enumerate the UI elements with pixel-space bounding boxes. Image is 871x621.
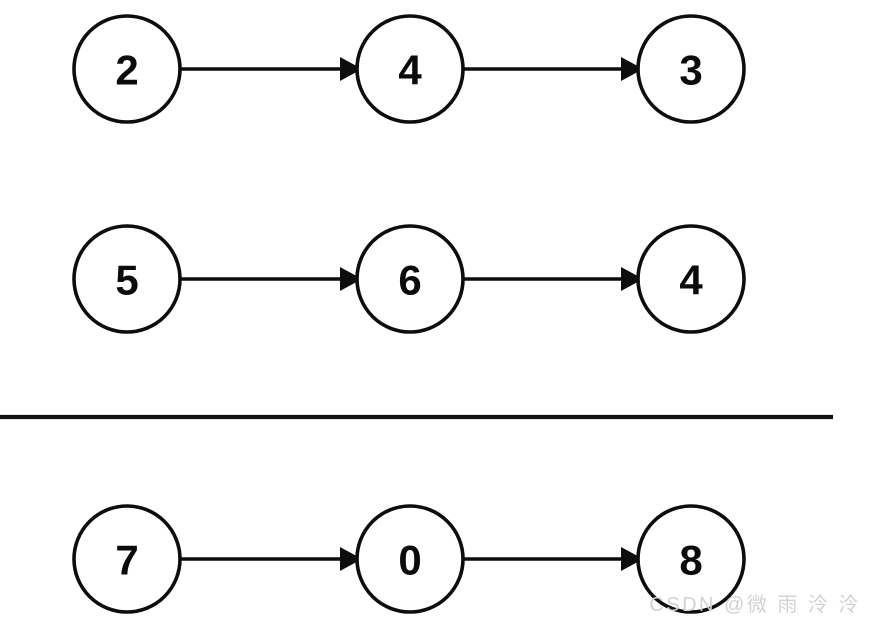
node-label: 4: [398, 47, 422, 94]
node-7[interactable]: 7: [72, 504, 182, 614]
node-8[interactable]: 8: [636, 504, 746, 614]
node-label: 8: [679, 537, 702, 584]
edge-4-to-3: [463, 57, 643, 81]
chain-1: 2 4 3: [72, 14, 746, 124]
node-label: 0: [398, 537, 421, 584]
node-3[interactable]: 3: [636, 14, 746, 124]
edge-2-to-4: [180, 57, 362, 81]
node-label: 6: [398, 257, 421, 304]
node-label: 5: [115, 257, 138, 304]
node-6[interactable]: 6: [355, 224, 465, 334]
node-0[interactable]: 0: [355, 504, 465, 614]
node-4-row2[interactable]: 4: [636, 224, 746, 334]
watermark: CSDN @微 雨 泠 泠: [649, 594, 861, 616]
node-label: 2: [115, 47, 138, 94]
chain-2: 5 6 4: [72, 224, 746, 334]
node-2[interactable]: 2: [72, 14, 182, 124]
node-4-row1[interactable]: 4: [355, 14, 465, 124]
edge-6-to-4: [463, 267, 643, 291]
node-5[interactable]: 5: [72, 224, 182, 334]
chain-3: 7 0 8: [72, 504, 746, 614]
node-label: 3: [679, 47, 702, 94]
edge-5-to-6: [180, 267, 362, 291]
edge-7-to-0: [180, 547, 362, 571]
edge-0-to-8: [463, 547, 643, 571]
node-label: 7: [115, 537, 138, 584]
node-label: 4: [679, 257, 703, 304]
